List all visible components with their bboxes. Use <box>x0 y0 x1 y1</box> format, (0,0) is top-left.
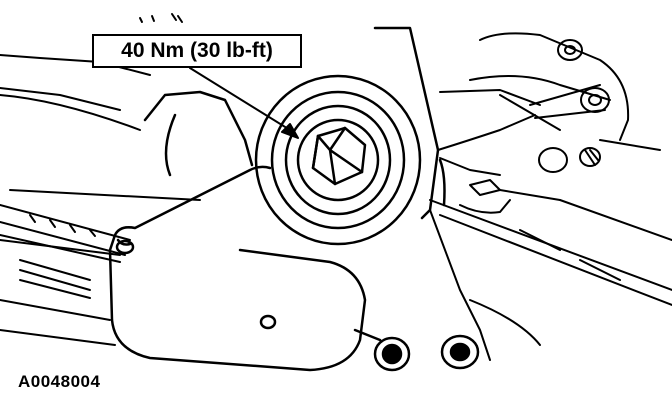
torque-value-label: 40 Nm (30 lb-ft) <box>121 39 273 62</box>
leader-arrow <box>189 67 299 139</box>
right-housing <box>437 32 630 201</box>
hex-bolt <box>311 126 367 186</box>
bushing-holes <box>259 314 480 372</box>
figure-id-label: A0048004 <box>18 372 101 391</box>
torque-callout: 40 Nm (30 lb-ft) <box>92 34 302 68</box>
idler-pulley <box>254 74 422 246</box>
top-hatch-marks <box>139 13 183 23</box>
mounting-bracket <box>108 90 367 372</box>
lower-rail-assembly <box>0 204 131 299</box>
right-frame-rails <box>429 139 672 361</box>
background-frame-lines <box>0 54 201 346</box>
drive-belt <box>373 26 446 220</box>
